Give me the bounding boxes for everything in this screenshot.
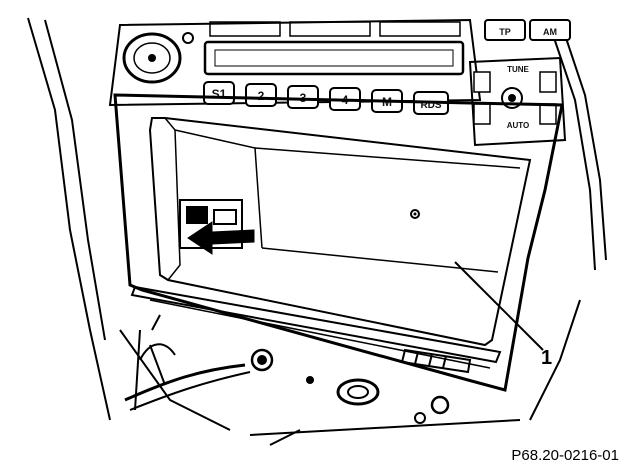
svg-text:TUNE: TUNE bbox=[507, 65, 529, 74]
volume-knob-icon bbox=[122, 32, 194, 84]
direction-arrow-icon bbox=[187, 221, 255, 255]
preset-button-2[interactable]: 2 bbox=[245, 83, 277, 107]
storage-compartment bbox=[113, 93, 564, 392]
svg-text:2: 2 bbox=[258, 89, 265, 103]
svg-text:AUTO: AUTO bbox=[507, 121, 530, 130]
screw-icon bbox=[410, 209, 420, 219]
preset-button-1[interactable]: S1 bbox=[203, 81, 235, 105]
callout-number: 1 bbox=[541, 347, 552, 369]
radio-unit: S1 2 3 4 M RDS bbox=[108, 18, 571, 147]
callout-leader-line bbox=[454, 261, 544, 351]
radio-display bbox=[203, 40, 465, 76]
lower-console bbox=[119, 314, 521, 446]
dashboard-outline bbox=[27, 17, 607, 421]
figure-reference: P68.20-0216-01 bbox=[511, 447, 619, 464]
svg-text:AM: AM bbox=[543, 27, 557, 37]
svg-text:TP: TP bbox=[499, 27, 511, 37]
preset-button-3[interactable]: 3 bbox=[287, 85, 319, 109]
svg-text:RDS: RDS bbox=[420, 100, 441, 111]
radio-right-controls: TP AM TUNE AUTO bbox=[468, 19, 571, 147]
